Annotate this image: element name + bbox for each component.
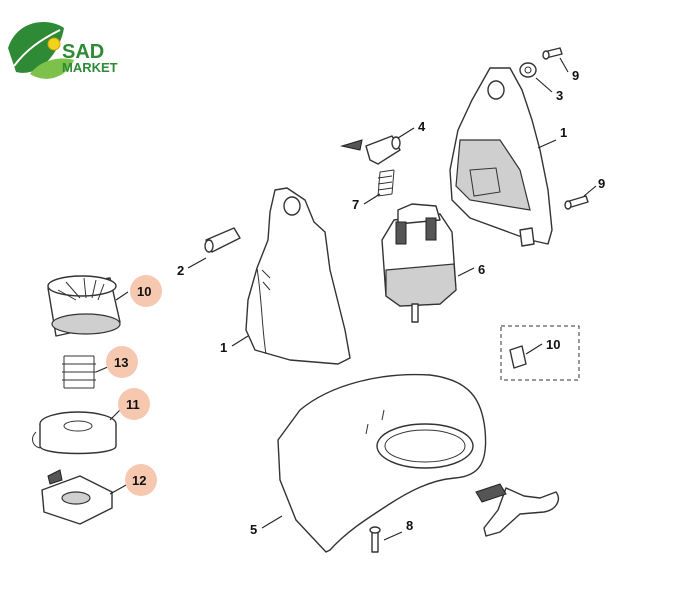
sad-market-logo[interactable]: SAD MARKET bbox=[8, 22, 118, 79]
callout-11: 11 bbox=[126, 397, 140, 412]
callout-9-top: 9 bbox=[572, 68, 579, 83]
callout-badge-13 bbox=[106, 346, 138, 378]
switch-spring[interactable] bbox=[377, 169, 395, 197]
logo-line2: MARKET bbox=[62, 60, 118, 75]
screw-9-top[interactable] bbox=[542, 47, 563, 60]
callout-10: 10 bbox=[137, 284, 151, 299]
callout-7: 7 bbox=[352, 197, 359, 212]
callout-1-rear-housing: 1 bbox=[560, 125, 567, 140]
callout-4: 4 bbox=[418, 119, 426, 134]
spool-11[interactable] bbox=[32, 411, 117, 455]
pin[interactable] bbox=[204, 227, 241, 253]
callout-3: 3 bbox=[556, 88, 563, 103]
callout-badge-12 bbox=[125, 464, 157, 496]
spring-13[interactable] bbox=[62, 355, 96, 389]
screw-8[interactable] bbox=[369, 526, 381, 553]
callout-1-front-cover: 1 bbox=[220, 340, 227, 355]
callout-2: 2 bbox=[177, 263, 184, 278]
callout-badge-11 bbox=[118, 388, 150, 420]
motor[interactable] bbox=[381, 203, 457, 323]
callout-12: 12 bbox=[132, 473, 146, 488]
callout-13: 13 bbox=[114, 355, 128, 370]
rear-housing-half[interactable] bbox=[449, 67, 553, 247]
callout-8: 8 bbox=[406, 518, 413, 533]
washer[interactable] bbox=[519, 62, 537, 78]
callout-6: 6 bbox=[478, 262, 485, 277]
spool-housing-10[interactable] bbox=[47, 275, 121, 337]
callout-10-inset: 10 bbox=[546, 337, 560, 352]
logo-line1: SAD bbox=[62, 41, 104, 63]
flower-icon bbox=[47, 37, 61, 51]
callout-9-side: 9 bbox=[598, 176, 605, 191]
spool-cover-12[interactable] bbox=[41, 469, 113, 525]
switch[interactable] bbox=[340, 135, 401, 165]
grass-guard[interactable] bbox=[277, 373, 487, 553]
front-housing-cover[interactable] bbox=[245, 187, 351, 365]
screw-9-side[interactable] bbox=[564, 195, 589, 210]
callout-badge-10 bbox=[130, 275, 162, 307]
callout-5: 5 bbox=[250, 522, 257, 537]
line-cutter[interactable] bbox=[475, 483, 560, 537]
inset-box bbox=[500, 325, 580, 381]
